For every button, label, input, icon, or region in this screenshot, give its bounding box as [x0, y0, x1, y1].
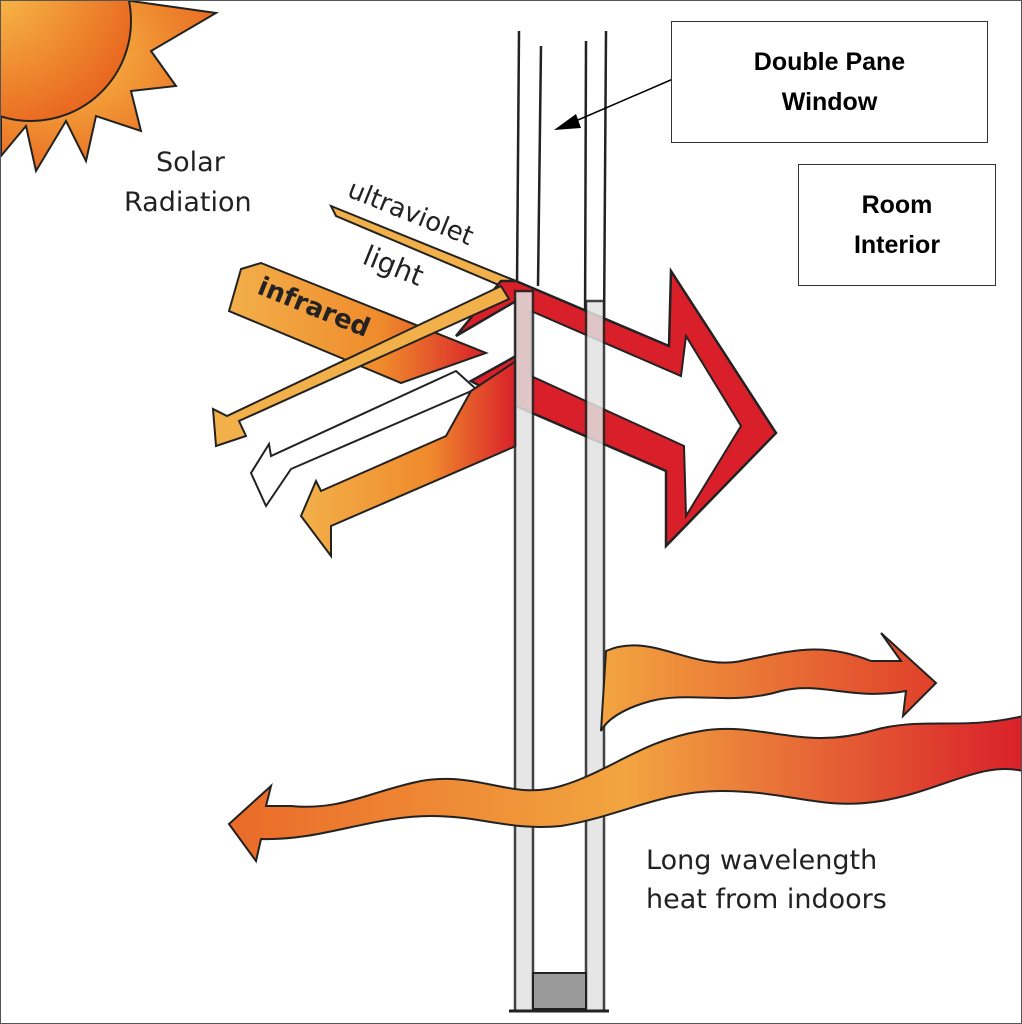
sun-icon	[1, 1, 219, 174]
glass-pane-outer	[513, 289, 535, 1013]
callout-window-line1: Double Pane	[753, 48, 906, 76]
ultraviolet-reflected-arrow	[211, 284, 511, 448]
glass-pane-inner	[584, 299, 606, 1013]
light-reflected-arrow	[249, 369, 478, 509]
infrared-reflected-arrow	[299, 359, 517, 559]
callout-room-line2: Interior	[853, 231, 941, 259]
indoor-heat-wave-arrow-lower	[227, 715, 1021, 864]
indoor-heat-wave-arrow-upper	[600, 632, 938, 732]
transmitted-light-arrow-inner	[530, 309, 743, 520]
window-spacer	[532, 972, 587, 1010]
callout-room-line1: Room	[861, 191, 933, 219]
infrared-incoming-band	[227, 261, 489, 385]
callout-window-line2: Window	[781, 88, 878, 116]
ultraviolet-incoming-band	[328, 204, 518, 293]
